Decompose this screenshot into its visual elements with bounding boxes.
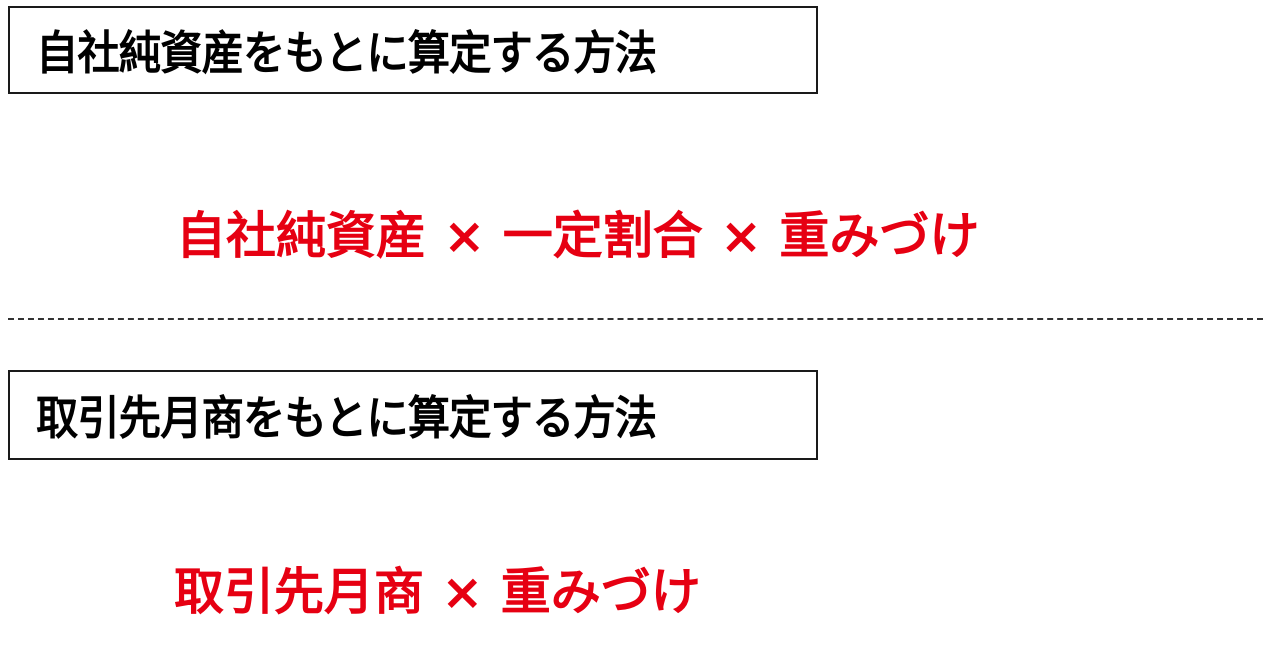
dashed-divider — [8, 318, 1263, 320]
section-title-monthly-sales: 取引先月商をもとに算定する方法 — [36, 391, 657, 445]
section-title-box-monthly-sales: 取引先月商をもとに算定する方法 — [8, 370, 818, 460]
formula-monthly-sales: 取引先月商 × 重みづけ — [174, 563, 701, 621]
section-title-net-assets: 自社純資産をもとに算定する方法 — [36, 26, 657, 80]
section-title-box-net-assets: 自社純資産をもとに算定する方法 — [8, 6, 818, 94]
formula-net-assets: 自社純資産 × 一定割合 × 重みづけ — [176, 207, 980, 265]
